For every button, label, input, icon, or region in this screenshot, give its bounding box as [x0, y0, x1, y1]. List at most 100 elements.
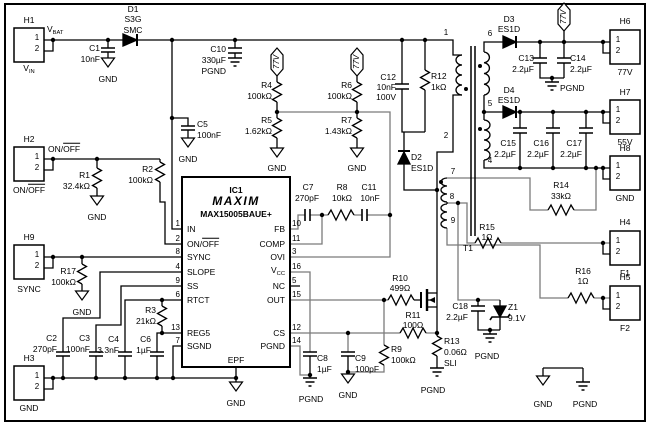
- diode-d4: [502, 104, 518, 120]
- phase-dot-sec1: [478, 64, 482, 68]
- connector-h5: [609, 285, 641, 321]
- r7-val: 1.43kΩ: [324, 125, 352, 136]
- c7-ref: C7: [302, 181, 314, 192]
- pin-num-5: 5: [292, 276, 297, 285]
- c11-ref: C11: [361, 181, 377, 192]
- c10-ref: C10: [210, 43, 226, 54]
- connector-h4: [609, 230, 641, 266]
- epf-gnd: GND: [226, 397, 246, 408]
- pin-name-vcc: VCC: [271, 265, 285, 278]
- c8-pgnd: PGND: [298, 393, 324, 404]
- h1-title: H1: [23, 14, 35, 25]
- d1-ref: D1: [127, 3, 139, 14]
- pin-name-fb: FB: [274, 223, 285, 234]
- br-pgnd: PGND: [572, 398, 598, 409]
- h6-pin1: 1: [615, 35, 621, 44]
- c1-gnd: GND: [98, 73, 118, 84]
- pin-name-ovi: OVI: [270, 251, 285, 262]
- d2-ref: D2: [411, 151, 422, 162]
- c18-val: 2.2µF: [446, 311, 468, 322]
- r17-gnd: GND: [72, 306, 92, 317]
- pin-num-11: 11: [292, 234, 301, 243]
- r15-ref: R15: [479, 221, 495, 232]
- connector-h2: [13, 146, 45, 182]
- pin-name-pgnd: PGND: [260, 340, 285, 351]
- t1-pin5: 5: [487, 99, 493, 108]
- c13-val: 2.2µF: [512, 63, 534, 74]
- c14-ref: C14: [570, 52, 586, 63]
- r17-val: 100kΩ: [51, 276, 76, 287]
- pin-name-in: IN: [187, 223, 196, 234]
- diodes: [122, 33, 518, 321]
- h6-pin2: 2: [615, 46, 621, 55]
- r9-val: 100kΩ: [391, 354, 416, 365]
- pin-name-comp: COMP: [259, 238, 286, 249]
- net-77v-flag-3: 77V: [559, 9, 568, 25]
- h6-label: 77V: [617, 66, 633, 77]
- c1-ref: C1: [89, 42, 100, 53]
- routing-wires: [277, 111, 610, 376]
- r5-val: 1.62kΩ: [244, 125, 272, 136]
- c7-val: 270pF: [294, 192, 320, 203]
- d1-part: S3G: [124, 13, 142, 24]
- pin-name-onoff: ON/OFF: [187, 238, 220, 249]
- r14-val: 33kΩ: [550, 190, 572, 201]
- h4-label: F1: [620, 267, 630, 278]
- r8-ref: R8: [336, 181, 348, 192]
- junction-dots: [50, 37, 606, 381]
- connector-h8: [609, 155, 641, 191]
- t1-pin2: 2: [443, 131, 449, 140]
- pgnd-symbols: [228, 57, 590, 391]
- d3-part: ES1D: [497, 23, 521, 34]
- pin-num-9: 9: [175, 276, 180, 285]
- h9-title: H9: [23, 231, 35, 242]
- c5-val: 100nF: [197, 129, 222, 140]
- pin-name-out: OUT: [267, 294, 285, 305]
- c17-val: 2.2µF: [560, 148, 582, 159]
- h8-label: GND: [615, 192, 635, 203]
- zener-z1: [489, 305, 511, 321]
- r13-ref: R13: [444, 335, 460, 346]
- drawing-border: [4, 3, 646, 422]
- z1-pgnd: PGND: [474, 350, 500, 361]
- pin-name-cs: CS: [273, 327, 285, 338]
- h7-title: H7: [619, 86, 631, 97]
- h8-pin2: 2: [615, 172, 621, 181]
- pin-num-16: 16: [292, 262, 301, 271]
- c4-val: 3.3nF: [97, 344, 119, 355]
- r1-val: 32.4kΩ: [62, 180, 90, 191]
- h5-title: H5: [619, 271, 631, 282]
- c3-val: 100nF: [65, 343, 90, 354]
- r13-sli: SLI: [444, 357, 457, 368]
- pin-num-4: 4: [175, 262, 180, 271]
- phase-dot-sec2: [478, 127, 482, 131]
- h9-pin2: 2: [34, 261, 40, 270]
- gnd-symbols: [74, 57, 551, 393]
- pin-num-6: 6: [175, 290, 180, 299]
- c8-ref: C8: [317, 352, 328, 363]
- sync-label: SYNC: [17, 283, 41, 294]
- h7-pin2: 2: [615, 116, 621, 125]
- pin-num-3: 3: [292, 247, 297, 256]
- pin-name-rtct: RTCT: [187, 294, 210, 305]
- r3-val: 21kΩ: [135, 315, 156, 326]
- t1-pin6: 6: [487, 29, 493, 38]
- resistors: [76, 69, 595, 366]
- h9-pin1: 1: [34, 250, 40, 259]
- pin-name-sgnd: SGND: [187, 340, 212, 351]
- r4-ref: R4: [261, 79, 272, 90]
- pin-num-2: 2: [175, 234, 180, 243]
- t1-pin9: 9: [450, 216, 456, 225]
- pin-num-1: 1: [175, 219, 180, 228]
- h1-pin2: 2: [34, 44, 40, 53]
- r5-gnd: GND: [267, 162, 287, 173]
- c10-val: 330µF: [201, 54, 226, 65]
- mosfet-n1: [420, 289, 435, 311]
- c2-val: 270pF: [32, 343, 57, 354]
- pin-name-ss: SS: [187, 280, 199, 291]
- c13-pgnd: PGND: [560, 82, 585, 93]
- ic1-part: MAX15005BAUE+: [200, 208, 272, 219]
- h4-title: H4: [619, 216, 631, 227]
- d4-ref: D4: [503, 84, 515, 95]
